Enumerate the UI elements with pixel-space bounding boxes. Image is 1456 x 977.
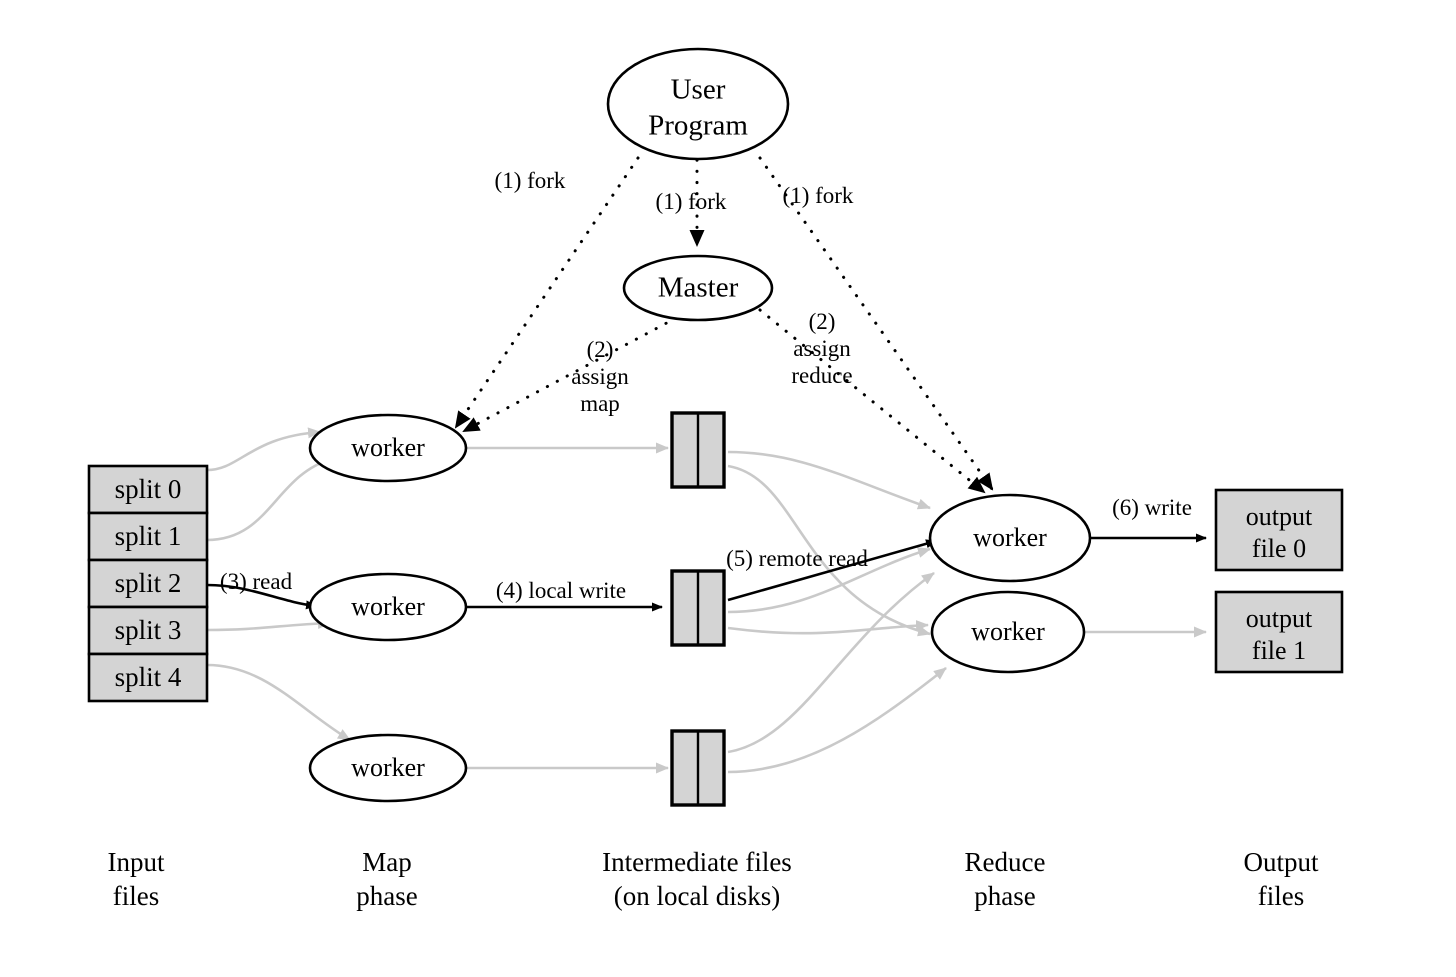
captions-group: Input files Map phase Intermediate files… <box>108 847 1319 911</box>
output-file-box-0[interactable] <box>1214 488 1344 572</box>
edge-inter2-to-reduce2 <box>727 620 929 635</box>
shuffle-edges <box>727 450 947 774</box>
label-fork-center: (1) fork <box>656 189 727 214</box>
split-label-2: split 2 <box>115 568 182 598</box>
caption-4-line2: files <box>1258 881 1305 911</box>
split-label-4: split 4 <box>115 662 182 692</box>
reduce-workers-group: worker worker <box>928 493 1092 674</box>
split-box-1[interactable] <box>87 511 209 562</box>
edge-labels-group: (1) fork (1) fork (1) fork (2) assign ma… <box>220 168 1192 603</box>
output-file-label-0-line2: file 0 <box>1252 534 1306 563</box>
caption-1-line1: Map <box>362 847 412 877</box>
split-label-0: split 0 <box>115 474 182 504</box>
label-local-write: (4) local write <box>496 578 626 603</box>
split-box-2[interactable] <box>87 558 209 609</box>
split-box-4[interactable] <box>87 652 209 703</box>
caption-2-line2: (on local disks) <box>614 881 780 911</box>
output-file-box-1[interactable] <box>1214 590 1344 674</box>
label-assign-map-line2: assign <box>571 364 629 389</box>
reduce-worker-ellipse-0[interactable] <box>928 493 1092 583</box>
map-worker-ellipse-0[interactable] <box>308 413 468 483</box>
map-worker-label-1: worker <box>351 592 425 621</box>
intermediate-file-0[interactable] <box>670 411 726 489</box>
label-assign-reduce-line2: assign <box>793 336 851 361</box>
reduce-worker-label-1: worker <box>971 617 1045 646</box>
edge-inter1-to-reduce2 <box>727 464 931 637</box>
reduce-worker-ellipse-1[interactable] <box>930 590 1086 674</box>
map-to-intermediate-edges <box>466 442 669 774</box>
edge-assign-reduce-to-reduce-worker <box>758 308 986 494</box>
map-worker-ellipse-1[interactable] <box>308 572 468 642</box>
edge-inter3-to-reduce1 <box>727 571 935 754</box>
user-program-label-line2: Program <box>648 110 748 142</box>
caption-1-line2: phase <box>356 881 417 911</box>
edge-assign-map-to-map-worker <box>462 316 678 433</box>
edge-split1-to-worker1 <box>206 456 333 542</box>
edge-split0-to-worker1 <box>206 427 321 472</box>
caption-0-line1: Input <box>108 847 165 877</box>
caption-0-line2: files <box>113 881 160 911</box>
split-box-0[interactable] <box>87 464 209 515</box>
output-file-label-0-line1: output <box>1246 502 1313 531</box>
intermediate-files-group <box>670 411 726 807</box>
user-program-node[interactable]: User Program <box>606 47 790 161</box>
output-file-label-1-line2: file 1 <box>1252 636 1306 665</box>
input-to-map-edges <box>206 427 351 742</box>
output-files-group: output file 0 output file 1 <box>1214 488 1344 674</box>
input-files-group: split 0 split 1 split 2 split 3 split 4 <box>87 464 209 703</box>
label-remote-read: (5) remote read <box>726 546 868 571</box>
intermediate-file-1[interactable] <box>670 569 726 647</box>
master-ellipse[interactable] <box>622 254 774 322</box>
edge-fork-right-to-reduce-worker <box>758 156 994 491</box>
split-box-3[interactable] <box>87 605 209 656</box>
edge-split2-read-to-worker2 <box>206 583 317 610</box>
output-file-label-1-line1: output <box>1246 604 1313 633</box>
label-read: (3) read <box>220 569 293 594</box>
caption-4-line1: Output <box>1243 847 1319 877</box>
user-program-label-line1: User <box>671 74 726 106</box>
edge-inter1-to-reduce1 <box>727 450 931 510</box>
map-worker-label-2: worker <box>351 753 425 782</box>
label-assign-map-line3: map <box>580 391 620 416</box>
label-write: (6) write <box>1112 495 1192 520</box>
caption-3-line2: phase <box>974 881 1035 911</box>
caption-3-line1: Reduce <box>965 847 1046 877</box>
reduce-worker-label-0: worker <box>973 523 1047 552</box>
intermediate-file-2[interactable] <box>670 729 726 807</box>
edge-split3-to-worker2 <box>206 617 331 632</box>
map-workers-group: worker worker worker <box>308 413 468 803</box>
label-fork-right: (1) fork <box>783 183 854 208</box>
edge-split4-to-worker3 <box>206 663 351 742</box>
edge-inter2-to-reduce1 <box>727 547 931 614</box>
map-worker-ellipse-2[interactable] <box>308 733 468 803</box>
label-assign-map-line1: (2) <box>587 337 614 362</box>
master-label: Master <box>658 272 739 304</box>
map-worker-label-0: worker <box>351 433 425 462</box>
label-assign-reduce-line3: reduce <box>791 363 852 388</box>
master-node[interactable]: Master <box>622 254 774 322</box>
label-fork-left: (1) fork <box>495 168 566 193</box>
label-assign-reduce-line1: (2) <box>809 309 836 334</box>
edge-inter2-remote-read-to-reduce1 <box>727 539 937 602</box>
caption-2-line1: Intermediate files <box>602 847 792 877</box>
split-label-3: split 3 <box>115 615 182 645</box>
edge-inter3-to-reduce2 <box>727 666 947 774</box>
split-label-1: split 1 <box>115 521 182 551</box>
user-program-ellipse[interactable] <box>606 47 790 161</box>
